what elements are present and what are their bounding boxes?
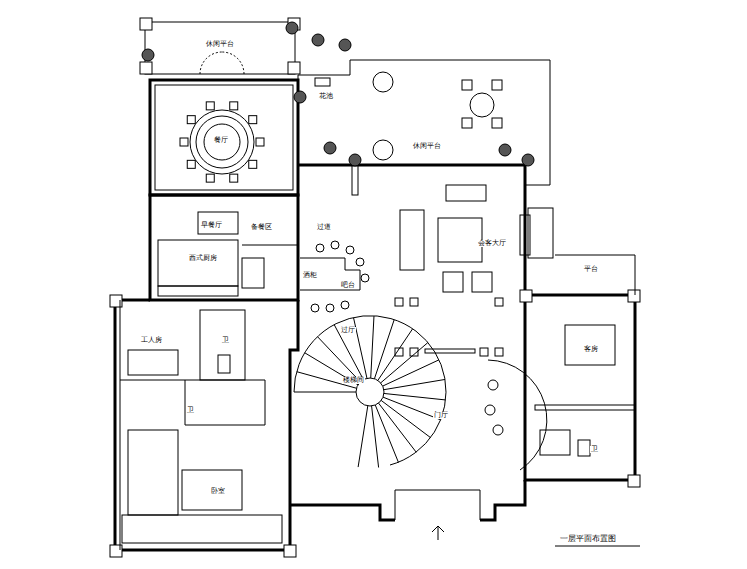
chair-symbol: [187, 116, 195, 124]
plant-symbol: [324, 142, 336, 154]
chair-symbol: [249, 116, 257, 124]
chair-symbol: [206, 102, 214, 110]
stair-tread: [381, 343, 428, 383]
stair-tread: [371, 316, 374, 378]
chair-symbol: [249, 160, 257, 168]
stair-outline: [294, 316, 446, 465]
plant-symbol: [349, 154, 361, 166]
chair-symbol: [206, 174, 214, 182]
room-label: 卫: [186, 407, 195, 414]
plant-symbol: [286, 22, 298, 34]
room-label: 卧室: [210, 488, 226, 495]
room-label: 门厅: [433, 412, 449, 419]
plant-symbol: [312, 34, 324, 46]
room-label: 卫: [590, 446, 599, 453]
plant-symbol: [499, 144, 511, 156]
stair-tread: [378, 329, 413, 380]
room-label: 花池: [318, 93, 334, 100]
stair-tread: [294, 392, 356, 393]
room-label: 客房: [583, 346, 599, 353]
room-label: 工人房: [140, 337, 163, 344]
stair-tread: [384, 379, 445, 389]
plant-symbol: [142, 49, 154, 61]
room-label: 会客大厅: [477, 240, 507, 247]
chair-symbol: [187, 160, 195, 168]
room-label: 吧台: [340, 282, 356, 289]
room-label: 餐厅: [213, 137, 229, 144]
room-label: 酒柜: [302, 272, 318, 279]
stair-tread: [318, 337, 361, 382]
stair-tread: [358, 406, 368, 467]
chair-symbol: [230, 102, 238, 110]
stair-tread: [384, 393, 446, 399]
room-label: 休闲平台: [412, 143, 442, 150]
plant-symbol: [522, 154, 534, 166]
chair-symbol: [230, 174, 238, 182]
room-label: 备餐区: [250, 224, 273, 231]
room-label: 休闲平台: [205, 41, 235, 48]
room-label: 平台: [583, 266, 599, 273]
stair-tread: [375, 405, 398, 462]
room-label: 卫: [221, 337, 230, 344]
plant-symbol: [339, 39, 351, 51]
stair-tread: [334, 325, 363, 380]
stair-tread: [374, 320, 394, 379]
room-label: 过厅: [340, 327, 356, 334]
room-label: 早餐厅: [200, 222, 223, 229]
room-label: 西式厨房: [188, 255, 218, 262]
chair-symbol: [180, 138, 188, 146]
room-label: 楼梯间: [342, 377, 365, 384]
room-label: 过道: [316, 224, 332, 231]
drawing-caption: 一层平面布置图: [560, 535, 616, 543]
plant-symbol: [294, 91, 306, 103]
stair-tread: [372, 406, 379, 468]
stair-tread: [381, 400, 431, 437]
chair-symbol: [256, 138, 264, 146]
